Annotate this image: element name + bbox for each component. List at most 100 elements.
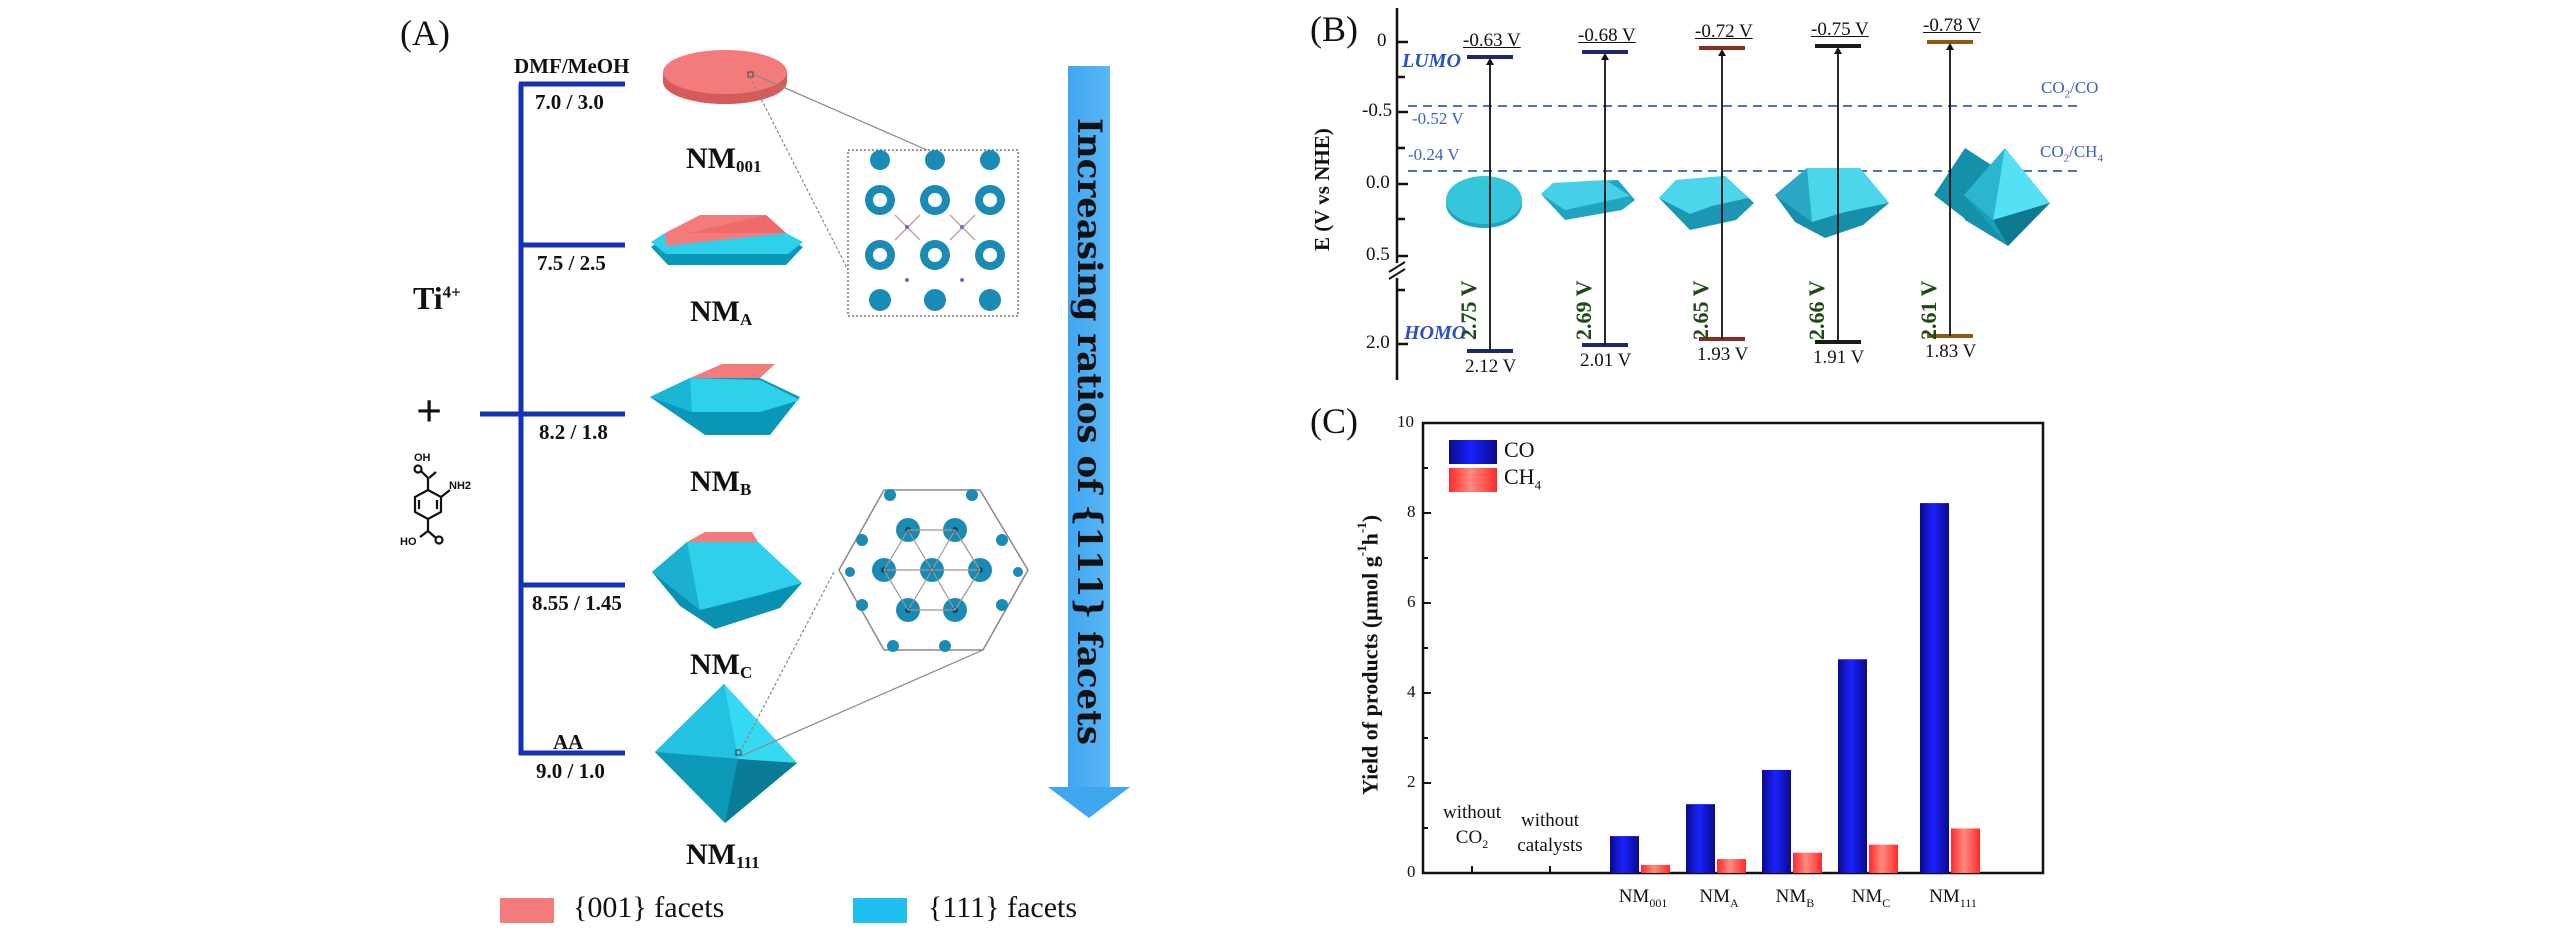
lumo-value: -0.75 V <box>1811 19 1869 40</box>
ratio-label: 7.5 / 2.5 <box>537 251 606 275</box>
legend-swatch-ch4 <box>1449 468 1497 492</box>
redox-lines <box>1408 105 2082 172</box>
bar-co-nm001 <box>1610 836 1639 873</box>
zoom-lines <box>749 73 928 271</box>
arrow-head <box>1718 49 1726 56</box>
bar-co-nmc <box>1838 659 1867 873</box>
bar-co-nm111 <box>1920 503 1949 873</box>
arrow-head <box>1486 58 1494 65</box>
legend-swatch-111 <box>853 898 907 923</box>
chart-legend <box>1449 440 1497 492</box>
linker-oh-label: OH <box>414 452 431 464</box>
chart-ylabel: Yield of products (µmol g-1h-1) <box>1354 514 1383 796</box>
modulator-header: AA <box>553 730 584 754</box>
nm111-octahedron-shape <box>655 684 797 823</box>
lumo-value: -0.78 V <box>1923 15 1981 36</box>
sample-label-nmb: NMB <box>690 465 752 499</box>
mof-111-structure-inset <box>838 489 1029 652</box>
lumo-label: LUMO <box>1402 50 1461 72</box>
increasing-ratio-arrow <box>1048 66 1130 818</box>
y-tick-label: 4 <box>1407 682 1416 701</box>
ratio-label: 8.55 / 1.45 <box>532 591 622 615</box>
linker-nh2-label: NH2 <box>449 480 472 492</box>
y-tick-label: 10 <box>1397 412 1414 431</box>
arrow-head <box>1601 53 1609 60</box>
nm001-shape-b <box>1446 176 1522 228</box>
band-gap-value: 2.65 V <box>1688 280 1713 341</box>
bar-co-nma <box>1686 804 1715 873</box>
lumo-value: -0.63 V <box>1463 30 1521 51</box>
bar-co-nmb <box>1762 769 1791 873</box>
nma-shape <box>651 215 803 265</box>
tick-label: 0.5 <box>1366 244 1390 265</box>
panel-a-graphics <box>413 50 1130 923</box>
sample-label-nma: NMA <box>690 295 753 329</box>
bar-ch4-nm001 <box>1641 864 1670 873</box>
nmc-shape-b <box>1775 168 1889 238</box>
arrow-head <box>1834 47 1842 54</box>
lumo-value: -0.68 V <box>1578 25 1636 46</box>
tick-label: 2.0 <box>1366 332 1390 353</box>
legend-label-111: {111} facets <box>928 891 1078 924</box>
legend-label-ch4: CH4 <box>1504 464 1542 493</box>
ratio-label: 8.2 / 1.8 <box>539 420 608 444</box>
homo-value: 1.83 V <box>1925 341 1977 362</box>
band-gap-value: 2.61 V <box>1916 280 1941 341</box>
band-gap-value: 2.69 V <box>1571 280 1596 341</box>
y-tick-label: 0 <box>1407 862 1416 881</box>
co2-ch4-label: CO2/CH4 <box>2040 142 2103 165</box>
legend-swatch-001 <box>500 898 554 923</box>
x-category-label: NMC <box>1851 886 1891 910</box>
panel-b-ylabel: E (V vs NHE) <box>1310 128 1334 252</box>
nma-shape-b <box>1541 180 1635 220</box>
linker-molecule-icon <box>413 464 451 545</box>
co2-co-potential: -0.52 V <box>1412 109 1464 128</box>
co2-ch4-potential: -0.24 V <box>1408 145 1460 164</box>
ti-ion-label: Ti4+ <box>413 280 461 316</box>
bars <box>1610 503 1980 873</box>
band-gap-value: 2.66 V <box>1804 280 1829 341</box>
lumo-value: -0.72 V <box>1695 21 1753 42</box>
bar-ch4-nm111 <box>1951 828 1980 873</box>
homo-value: 1.93 V <box>1697 344 1749 365</box>
x-category-label: NMA <box>1699 886 1739 910</box>
arrow-head <box>1946 43 1954 50</box>
y-tick-label: 2 <box>1407 772 1416 791</box>
legend-swatch-co <box>1449 440 1497 464</box>
band-levels <box>1467 40 1973 353</box>
homo-value: 2.12 V <box>1465 356 1517 377</box>
panel-c-label: (C) <box>1310 401 1358 441</box>
x-category-label: NM111 <box>1929 886 1977 910</box>
tick-label: -0.5 <box>1362 100 1393 121</box>
linker-ho-label: HO <box>400 536 417 548</box>
nm111-shape-b <box>1934 148 2050 246</box>
y-tick-label: 6 <box>1407 592 1416 611</box>
y-tick-label: 8 <box>1407 502 1416 521</box>
sample-label-nm001: NM001 <box>686 142 762 176</box>
nmc-shape <box>652 532 802 629</box>
co2-co-label: CO2/CO <box>2041 78 2099 101</box>
tick-label: 0 <box>1377 30 1387 51</box>
bar-ch4-nma <box>1717 859 1746 873</box>
mof-001-structure-inset <box>847 149 1019 317</box>
nmb-shape <box>650 364 800 435</box>
tick-label: 0.0 <box>1366 172 1390 193</box>
band-gap-value: 2.75 V <box>1456 280 1481 341</box>
nm001-disk-shape <box>663 50 787 104</box>
zoom-lines <box>739 569 984 757</box>
homo-value: 1.91 V <box>1813 347 1865 368</box>
x-category-label: NM001 <box>1618 886 1668 910</box>
nmb-shape-b <box>1659 176 1754 230</box>
panel-a-label: (A) <box>400 13 450 53</box>
sample-label-nmc: NMC <box>690 648 753 682</box>
legend-label-co: CO <box>1504 437 1535 462</box>
branch-tree <box>480 81 625 756</box>
bar-ch4-nmb <box>1793 852 1822 873</box>
arrow-label: Increasing ratios of {111} facets <box>1069 118 1109 746</box>
plus-sign: + <box>416 385 443 436</box>
ratio-label: 9.0 / 1.0 <box>536 759 605 783</box>
sample-label-nm111: NM111 <box>686 838 760 872</box>
bar-ch4-nmc <box>1869 844 1898 873</box>
